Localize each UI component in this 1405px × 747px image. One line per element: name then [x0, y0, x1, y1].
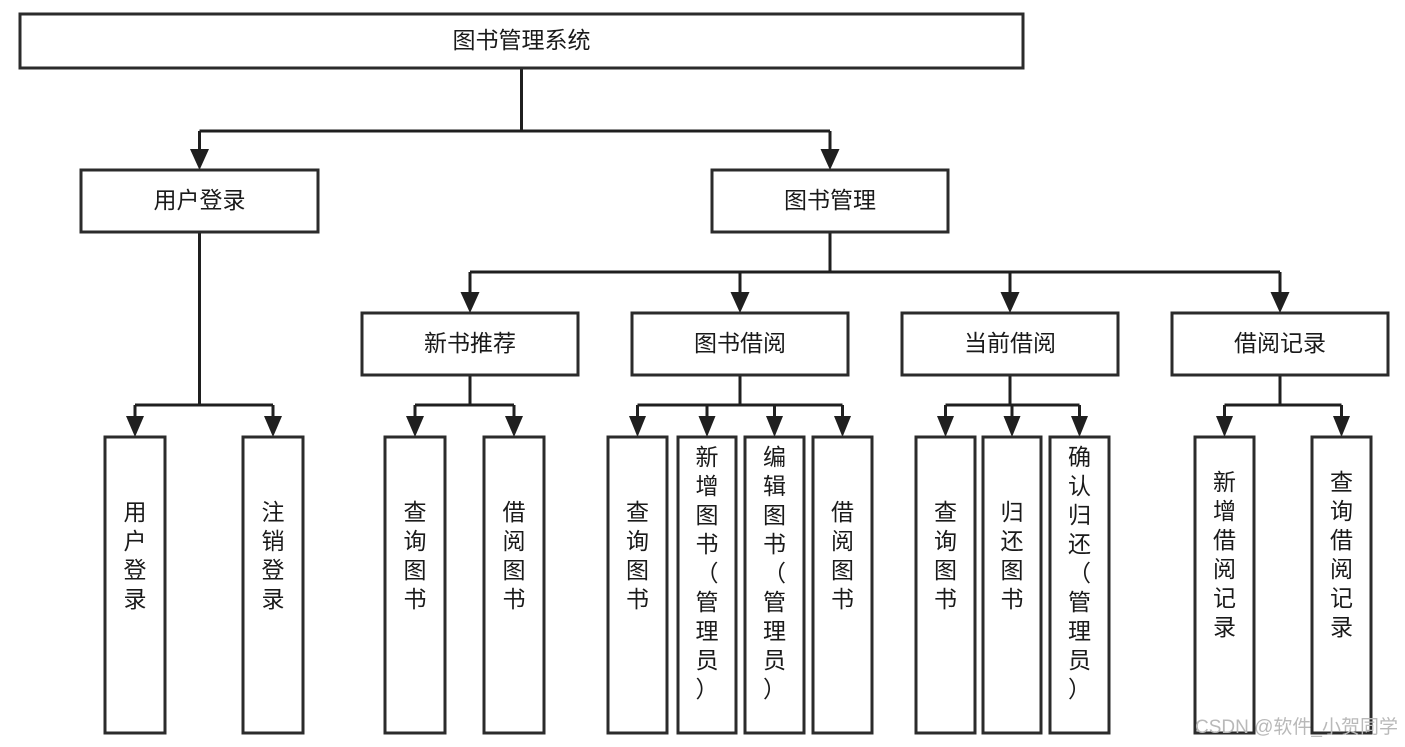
node-leaf-query-book-1-box[interactable]: [383, 435, 447, 735]
node-new-book-recommend-label: 新书推荐: [424, 330, 516, 356]
arrowhead-leaf-add-borrow-record: [1216, 416, 1233, 437]
node-leaf-user-logout-box[interactable]: [241, 435, 305, 735]
node-leaf-confirm-return-label: 确认归还（管理员）: [1068, 444, 1091, 702]
node-current-borrow-label: 当前借阅: [964, 330, 1056, 356]
node-borrow-record-box[interactable]: [1170, 311, 1390, 377]
node-leaf-add-borrow-record-box[interactable]: [1193, 435, 1256, 735]
node-leaf-query-book-3-box[interactable]: [914, 435, 977, 735]
arrowhead-leaf-user-login: [126, 416, 144, 437]
arrowhead-leaf-query-book-3: [937, 416, 954, 437]
node-book-borrow-box[interactable]: [630, 311, 850, 377]
node-leaf-query-book-1[interactable]: 查询图书: [383, 435, 447, 735]
arrowhead-leaf-edit-book: [766, 416, 783, 437]
node-leaf-borrow-book-2-box[interactable]: [811, 435, 874, 735]
node-leaf-query-borrow-record-label: 查询借阅记录: [1330, 469, 1353, 640]
node-leaf-user-login-label: 用户登录: [124, 499, 147, 612]
node-leaf-borrow-book-1-box[interactable]: [482, 435, 546, 735]
node-leaf-add-book-box[interactable]: [676, 435, 738, 735]
node-leaf-query-borrow-record-box[interactable]: [1310, 435, 1373, 735]
arrowhead-leaf-query-borrow-record: [1333, 416, 1350, 437]
arrowhead-leaf-borrow-book-1: [505, 416, 523, 437]
node-leaf-return-book-box[interactable]: [981, 435, 1043, 735]
node-leaf-query-book-3[interactable]: 查询图书: [914, 435, 977, 735]
node-leaf-borrow-book-1[interactable]: 借阅图书: [482, 435, 546, 735]
node-root[interactable]: 图书管理系统: [18, 12, 1025, 70]
node-root-box[interactable]: [18, 12, 1025, 70]
arrowhead-user-login: [190, 149, 209, 170]
node-borrow-record-label: 借阅记录: [1234, 330, 1326, 356]
node-leaf-query-book-2[interactable]: 查询图书: [606, 435, 669, 735]
node-leaf-query-book-2-box[interactable]: [606, 435, 669, 735]
arrowhead-new-book-recommend: [460, 292, 480, 313]
arrowhead-leaf-add-book: [698, 416, 716, 437]
node-leaf-user-login-box[interactable]: [103, 435, 167, 735]
node-leaf-borrow-book-1-label: 借阅图书: [503, 499, 526, 612]
node-leaf-edit-book-box[interactable]: [743, 435, 806, 735]
arrowhead-leaf-user-logout: [264, 416, 282, 437]
arrowhead-leaf-query-book-1: [406, 416, 424, 437]
node-current-borrow-box[interactable]: [900, 311, 1120, 377]
node-leaf-return-book[interactable]: 归还图书: [981, 435, 1043, 735]
node-leaf-return-book-label: 归还图书: [1001, 499, 1024, 612]
node-leaf-borrow-book-2[interactable]: 借阅图书: [811, 435, 874, 735]
arrowhead-book-borrow: [730, 292, 750, 313]
node-user-login[interactable]: 用户登录: [79, 168, 320, 234]
arrowhead-leaf-borrow-book-2: [834, 416, 851, 437]
node-new-book-recommend-box[interactable]: [360, 311, 580, 377]
node-leaf-edit-book[interactable]: 编辑图书（管理员）: [743, 435, 806, 735]
arrowhead-current-borrow: [1000, 292, 1020, 313]
node-root-label: 图书管理系统: [453, 27, 591, 53]
node-user-login-box[interactable]: [79, 168, 320, 234]
node-book-borrow[interactable]: 图书借阅: [630, 311, 850, 377]
node-leaf-edit-book-label: 编辑图书（管理员）: [763, 444, 786, 702]
node-leaf-user-login[interactable]: 用户登录: [103, 435, 167, 735]
arrowhead-layer: [126, 149, 1350, 437]
node-book-management-box[interactable]: [710, 168, 950, 234]
connector-layer: [133, 68, 1343, 418]
node-leaf-add-borrow-record-label: 新增借阅记录: [1213, 469, 1236, 640]
csdn-watermark: CSDN @软件_小贺同学: [1195, 716, 1398, 738]
node-leaf-borrow-book-2-label: 借阅图书: [831, 499, 854, 612]
node-leaf-query-borrow-record[interactable]: 查询借阅记录: [1310, 435, 1373, 735]
node-leaf-add-book[interactable]: 新增图书（管理员）: [676, 435, 738, 735]
node-book-management[interactable]: 图书管理: [710, 168, 950, 234]
node-leaf-add-book-label: 新增图书（管理员）: [696, 444, 719, 702]
node-user-login-label: 用户登录: [154, 187, 246, 213]
arrowhead-book-management: [820, 149, 840, 170]
node-leaf-query-book-3-label: 查询图书: [934, 499, 957, 612]
node-current-borrow[interactable]: 当前借阅: [900, 311, 1120, 377]
node-leaf-confirm-return[interactable]: 确认归还（管理员）: [1048, 435, 1111, 735]
node-leaf-query-book-1-label: 查询图书: [404, 499, 427, 612]
node-leaf-user-logout-label: 注销登录: [262, 499, 285, 612]
node-book-management-label: 图书管理: [784, 187, 876, 213]
node-leaf-add-borrow-record[interactable]: 新增借阅记录: [1193, 435, 1256, 735]
node-leaf-query-book-2-label: 查询图书: [626, 499, 649, 612]
arrowhead-leaf-query-book-2: [629, 416, 646, 437]
node-borrow-record[interactable]: 借阅记录: [1170, 311, 1390, 377]
arrowhead-borrow-record: [1270, 292, 1290, 313]
node-new-book-recommend[interactable]: 新书推荐: [360, 311, 580, 377]
arrowhead-leaf-confirm-return: [1071, 416, 1088, 437]
node-leaf-confirm-return-box[interactable]: [1048, 435, 1111, 735]
node-leaf-user-logout[interactable]: 注销登录: [241, 435, 305, 735]
arrowhead-leaf-return-book: [1003, 416, 1021, 437]
node-book-borrow-label: 图书借阅: [694, 330, 786, 356]
